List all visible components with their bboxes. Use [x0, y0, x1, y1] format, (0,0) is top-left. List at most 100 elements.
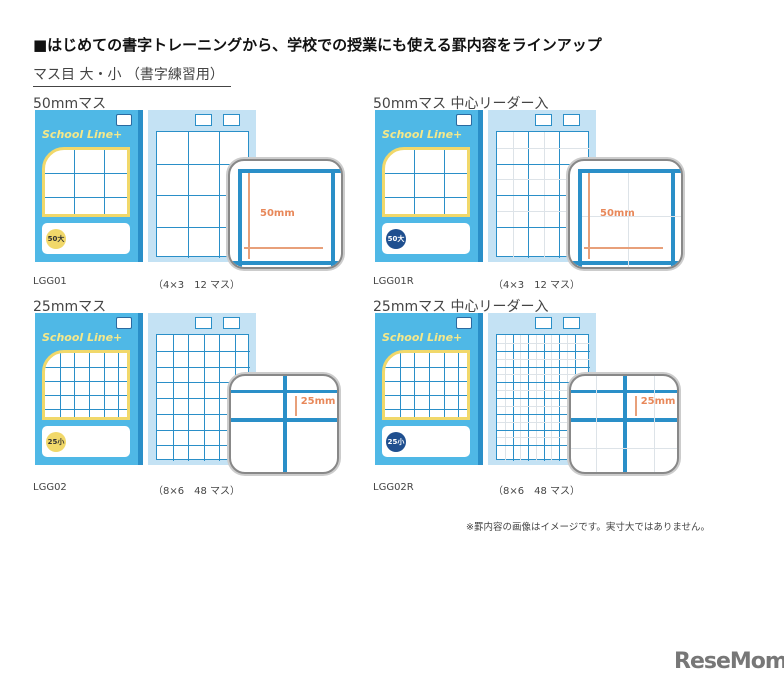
grid-line — [238, 169, 341, 173]
grid-count: （4×3 12 マス） — [493, 280, 581, 291]
grid-line — [157, 366, 250, 368]
size-badge: 25小 — [46, 432, 66, 452]
grid-line — [596, 376, 598, 472]
grid-line — [497, 429, 590, 431]
cover-grid — [382, 147, 470, 217]
grid-line — [45, 196, 127, 198]
product-heading: 50mmマス 中心リーダー入 — [373, 96, 549, 112]
grid-line — [443, 353, 445, 417]
day-box — [563, 317, 580, 329]
day-box — [563, 114, 580, 126]
grid-line — [89, 353, 90, 417]
vertical-arrow-icon — [248, 173, 250, 259]
grid-line — [282, 376, 287, 472]
cover-grid — [42, 147, 130, 217]
grid-line — [497, 147, 590, 149]
notebook-cover: School Line+ 50大 — [375, 110, 483, 262]
grid-line — [497, 226, 590, 228]
cover-name-label: 50大 — [42, 223, 130, 254]
page-sample — [488, 313, 596, 465]
cover-name-label: 25小 — [42, 426, 130, 457]
grid-line — [497, 179, 590, 181]
grid-line — [622, 376, 627, 472]
dimension-label: 50mm — [260, 208, 295, 219]
zoom-detail: 25mm — [229, 374, 339, 474]
grid-line — [497, 366, 590, 368]
cover-logo: School Line+ — [42, 128, 123, 141]
cover-badge-icon — [116, 317, 132, 329]
size-badge: 50大 — [386, 229, 406, 249]
dimension-label: 50mm — [600, 208, 635, 219]
month-box — [535, 317, 552, 329]
cover-badge-icon — [116, 114, 132, 126]
cover-logo: School Line+ — [382, 128, 463, 141]
grid-line — [578, 169, 681, 173]
grid-line — [45, 395, 127, 396]
grid-line — [385, 381, 467, 382]
grid-line — [497, 374, 590, 376]
cover-badge-icon — [456, 114, 472, 126]
grid-line — [497, 210, 590, 212]
vertical-arrow-icon — [588, 173, 590, 259]
notebook-cover: School Line+ 25小 — [375, 313, 483, 465]
grid-line — [627, 173, 629, 267]
product-code: LGG02 — [33, 482, 67, 493]
grid-line — [497, 413, 590, 415]
grid-line — [671, 169, 675, 267]
vertical-arrow-icon — [634, 396, 637, 416]
grid-line — [497, 163, 590, 165]
page-title: ■はじめての書字トレーニングから、学校での授業にも使える罫内容をラインアップ — [33, 36, 602, 54]
grid-line — [45, 367, 127, 368]
grid-line — [571, 448, 677, 449]
grid-line — [497, 421, 590, 423]
grid-line — [653, 376, 655, 472]
grid-line — [497, 350, 590, 352]
grid-line — [497, 445, 590, 447]
grid-line — [497, 195, 590, 196]
grid-line — [103, 150, 105, 214]
grid-line — [497, 382, 590, 384]
grid-line — [45, 381, 127, 382]
product-heading: 25mmマス — [33, 299, 107, 315]
size-badge: 25小 — [386, 432, 406, 452]
grid-line — [578, 169, 582, 267]
grid-line — [497, 437, 590, 439]
notebook-cover: School Line+ 25小 — [35, 313, 143, 465]
grid-line — [385, 173, 467, 175]
horizontal-arrow-icon — [584, 247, 663, 249]
grid-line — [45, 409, 127, 410]
grid-line — [157, 226, 250, 228]
grid-line — [157, 413, 250, 415]
grid-line — [45, 173, 127, 175]
grid-line — [331, 169, 335, 267]
grid-line — [497, 398, 590, 399]
product-code: LGG02R — [373, 482, 414, 493]
month-box — [535, 114, 552, 126]
product-heading: 50mmマス — [33, 96, 107, 112]
zoom-detail: 50mm — [568, 159, 683, 269]
grid-line — [157, 382, 250, 384]
cover-name-label: 25小 — [382, 426, 470, 457]
grid-line — [385, 395, 467, 396]
product-block: 50mmマス School Line+ 50大 50mm LGG01 （4×3 … — [33, 93, 363, 293]
grid-line — [231, 390, 337, 393]
grid-line — [230, 261, 341, 265]
day-box — [223, 317, 240, 329]
grid-line — [74, 353, 76, 417]
grid-line — [157, 350, 250, 352]
grid-line — [497, 358, 590, 360]
dimension-label: 25mm — [640, 396, 676, 407]
size-badge: 50大 — [46, 229, 66, 249]
month-box — [195, 114, 212, 126]
grid-line — [59, 353, 61, 417]
product-code: LGG01R — [373, 276, 414, 287]
cover-grid — [42, 350, 130, 420]
month-box — [195, 317, 212, 329]
grid-count: （4×3 12 マス） — [153, 280, 241, 291]
brand-logo: ReseMom — [674, 649, 784, 674]
grid-count: （8×6 48 マス） — [153, 486, 241, 497]
grid-line — [399, 353, 401, 417]
grid-line — [497, 405, 590, 407]
grid-line — [414, 150, 416, 214]
grid-line — [385, 367, 467, 368]
